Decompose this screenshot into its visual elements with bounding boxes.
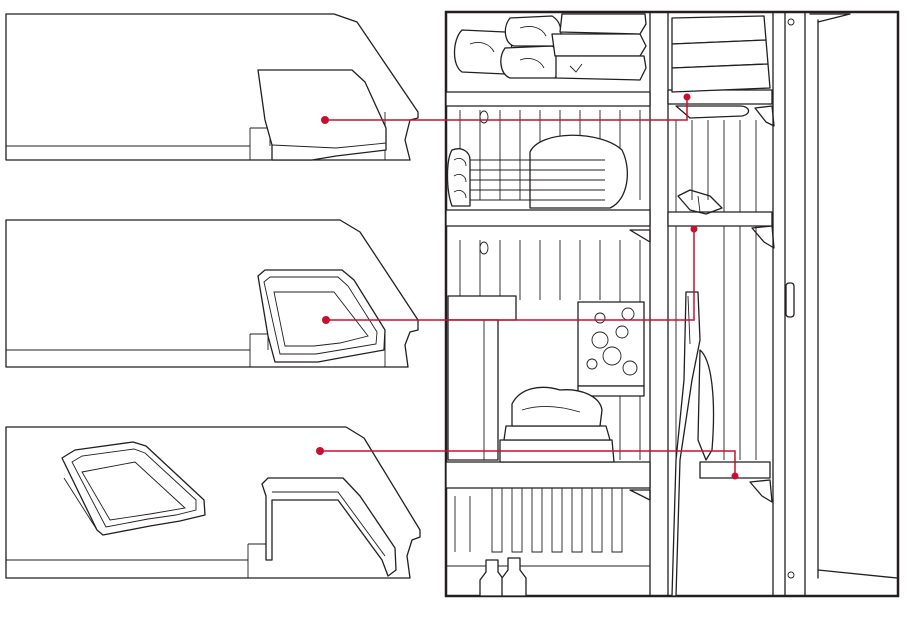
rimmed-tray-2 xyxy=(257,269,386,363)
shelf-panel-2 xyxy=(5,219,419,368)
leader-1-dot xyxy=(321,116,329,124)
flat-tray-1 xyxy=(257,69,387,161)
soap-box xyxy=(577,301,645,387)
callout-leaders xyxy=(316,93,739,480)
leader-2-end xyxy=(690,225,698,233)
leader-1 xyxy=(325,97,688,121)
leader-2 xyxy=(326,229,695,321)
leader-3-end xyxy=(731,472,739,480)
door-handle xyxy=(785,282,795,318)
shelf-panel-1 xyxy=(5,13,419,161)
cabinet-shelf-1 xyxy=(445,89,775,127)
folded-towels-stack xyxy=(671,15,771,119)
leader-3 xyxy=(320,450,736,476)
leader-2-dot xyxy=(322,316,330,324)
cabinet-shelf-3 xyxy=(445,461,773,567)
leader-1-end xyxy=(683,93,691,101)
empty-cutout-3 xyxy=(261,477,397,577)
rolled-towels xyxy=(446,134,723,215)
umbrella xyxy=(671,291,715,597)
cabinet-shelf-2 xyxy=(445,209,775,255)
leader-3-dot xyxy=(316,447,324,455)
shelf-panel-3 xyxy=(5,426,421,579)
spray-bottles xyxy=(479,557,527,597)
storage-boxes xyxy=(447,295,645,461)
folded-towels xyxy=(453,13,647,81)
cabinet-illustration xyxy=(444,10,900,598)
